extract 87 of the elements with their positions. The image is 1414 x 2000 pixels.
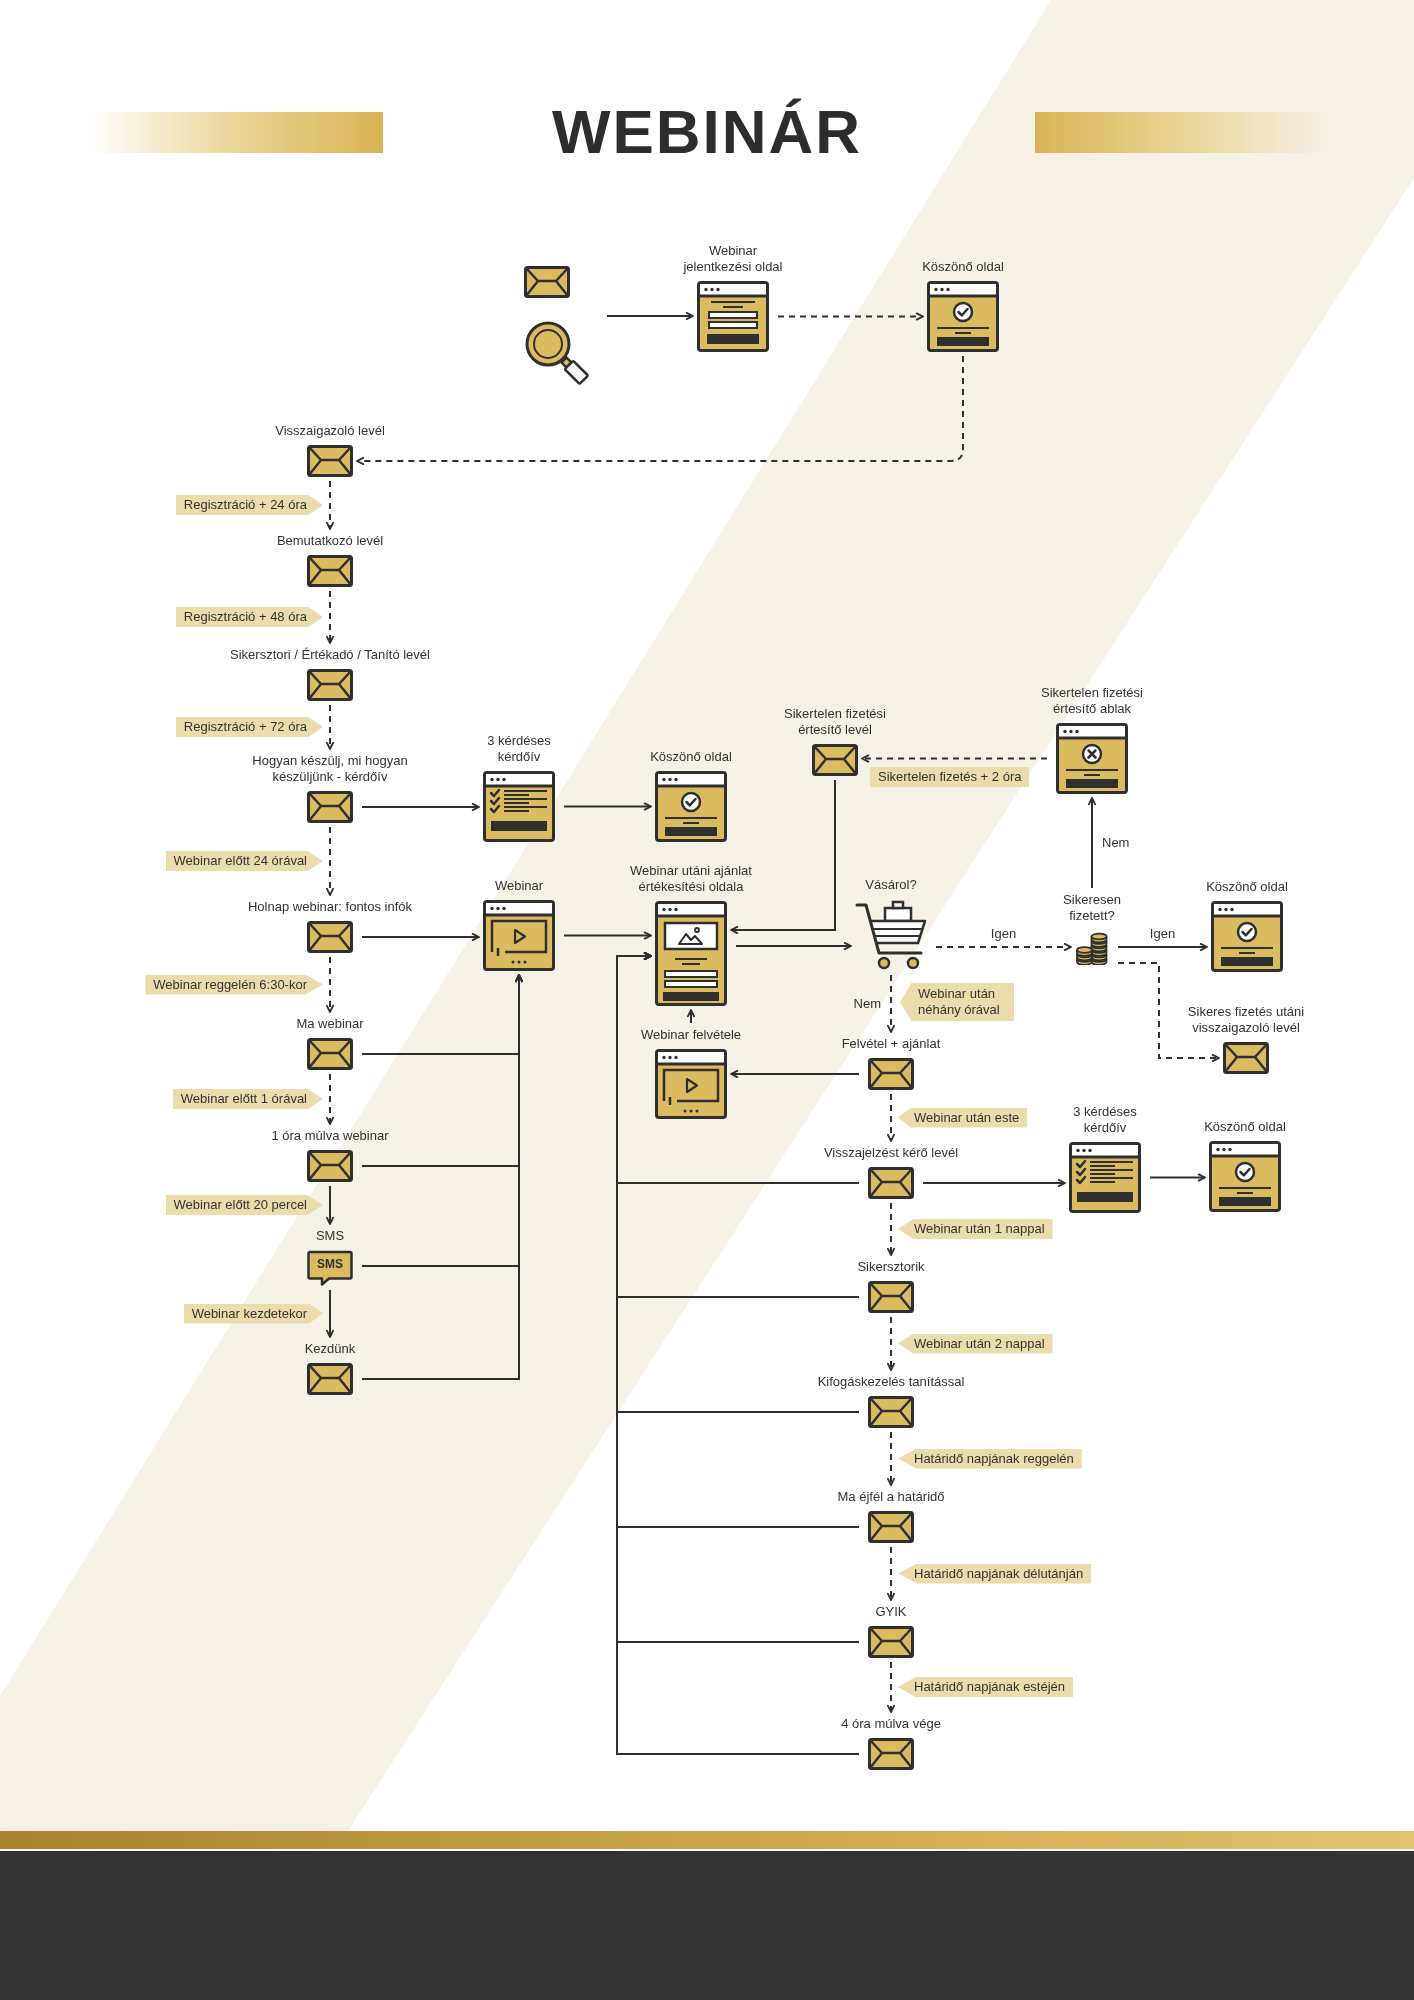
node-label: Hogyan készülj, mi hogyan készüljünk - kérdőív: [251, 753, 409, 785]
node-label: Sikeresen fizetett?: [1062, 892, 1122, 924]
edge-label: Határidő napjának reggelén: [898, 1448, 1082, 1469]
node-label: Sikersztori / Értékadó / Tanító levél: [230, 647, 430, 663]
edge-label: Igen: [1149, 926, 1176, 942]
arrow: [356, 355, 964, 466]
edge-label: Webinar után este: [898, 1107, 1028, 1128]
node-label: 4 óra múlva vége: [841, 1716, 941, 1732]
arrow: [777, 312, 924, 321]
arrow: [563, 802, 652, 811]
node-label: Kifogáskezelés tanítással: [817, 1374, 965, 1390]
arrow: [563, 931, 652, 940]
node-label: 3 kérdéses kérdőív: [486, 733, 552, 765]
edge-label: Igen: [990, 926, 1017, 942]
node-label: Webinar utáni ajánlat értékesítési oldala: [629, 863, 753, 895]
node-label: Köszönő oldal: [650, 749, 732, 765]
node-label: Ma webinar: [296, 1016, 364, 1032]
edge-label: Regisztráció + 24 óra: [175, 495, 323, 515]
arrow: [361, 802, 480, 812]
node-label: Köszönő oldal: [1206, 879, 1288, 895]
arrow: [325, 480, 335, 530]
arrow: [325, 826, 335, 896]
node-label: Köszönő oldal: [1204, 1119, 1286, 1135]
edge-label: Webinar reggelén 6:30-kor: [145, 974, 323, 995]
arrow: [886, 1661, 896, 1713]
note-label: Webinar után néhány órával: [900, 983, 1014, 1021]
node-label: Vásárol?: [865, 877, 917, 893]
node-label: Ma éjfél a határidő: [837, 1489, 945, 1505]
edge-label: Nem: [1102, 835, 1130, 851]
node-label: Holnap webinar: fontos infók: [248, 899, 413, 915]
edge-label: Sikertelen fizetés + 2 óra: [870, 766, 1030, 787]
arrow: [735, 941, 852, 951]
edge-label: Regisztráció + 48 óra: [175, 607, 323, 627]
arrow: [325, 1289, 335, 1338]
arrow: [886, 1431, 896, 1486]
edge-label: Webinar kezdetekor: [183, 1303, 323, 1324]
arrow: [361, 974, 524, 1380]
arrow: [325, 1073, 335, 1125]
arrow: [922, 1178, 1066, 1188]
node-label: Webinar: [494, 878, 544, 894]
edge-label: Regisztráció + 72 óra: [175, 717, 323, 737]
node-label: Visszaigazoló levél: [275, 423, 385, 439]
node-label: Köszönő oldal: [922, 259, 1004, 275]
arrow: [325, 590, 335, 644]
node-label: Webinar felvétele: [640, 1027, 742, 1043]
arrow: [1149, 1173, 1206, 1182]
arrow: [325, 704, 335, 750]
arrow: [935, 942, 1072, 952]
edge-label: Határidő napjának estéjén: [898, 1677, 1074, 1697]
node-label: 1 óra múlva webinar: [271, 1128, 389, 1144]
edge-label: Webinar után 2 nappal: [898, 1333, 1053, 1354]
arrow: [686, 1009, 696, 1024]
node-label: GYIK: [875, 1604, 907, 1620]
arrow: [730, 1069, 860, 1079]
node-label: Webinar jelentkezési oldal: [682, 243, 784, 275]
node-label: 3 kérdéses kérdőív: [1072, 1104, 1138, 1136]
node-label: Sikertelen fizetési értesítő ablak: [1040, 685, 1144, 717]
edge-label: Webinar előtt 20 percel: [165, 1195, 323, 1215]
edge-label: Nem: [853, 995, 881, 1012]
arrow: [886, 974, 896, 1033]
node-label: Felvétel + ajánlat: [841, 1036, 941, 1052]
bubble-text: SMS: [317, 1257, 343, 1271]
edge-label: Webinar után 1 nappal: [898, 1219, 1053, 1239]
arrow: [1087, 797, 1097, 889]
arrow: [361, 932, 480, 942]
edge-label: Határidő napjának délutánján: [898, 1563, 1092, 1584]
arrow: [730, 779, 836, 935]
arrow: [861, 754, 1048, 763]
node-label: Visszajelzést kérő levél: [823, 1145, 959, 1161]
edge-label: Webinar előtt 1 órával: [172, 1089, 323, 1109]
title: WEBINÁR: [551, 96, 863, 168]
arrow: [1117, 962, 1220, 1063]
arrow: [325, 1185, 335, 1225]
arrow: [886, 1316, 896, 1371]
node-label: Kezdünk: [304, 1341, 356, 1357]
edge-label: Webinar előtt 24 órával: [165, 851, 323, 871]
arrow: [886, 1093, 896, 1142]
node-label: Sikeres fizetés utáni visszaigazoló levél: [1186, 1004, 1306, 1036]
node-label: SMS: [315, 1228, 345, 1244]
arrow: [606, 311, 694, 321]
arrow: [1117, 942, 1208, 952]
node-label: Bemutatkozó levél: [276, 533, 384, 549]
arrow: [325, 956, 335, 1013]
arrow: [886, 1202, 896, 1256]
node-label: Sikersztorik: [857, 1259, 925, 1275]
arrow: [886, 1546, 896, 1601]
node-label: Sikertelen fizetési értesítő levél: [783, 706, 887, 738]
